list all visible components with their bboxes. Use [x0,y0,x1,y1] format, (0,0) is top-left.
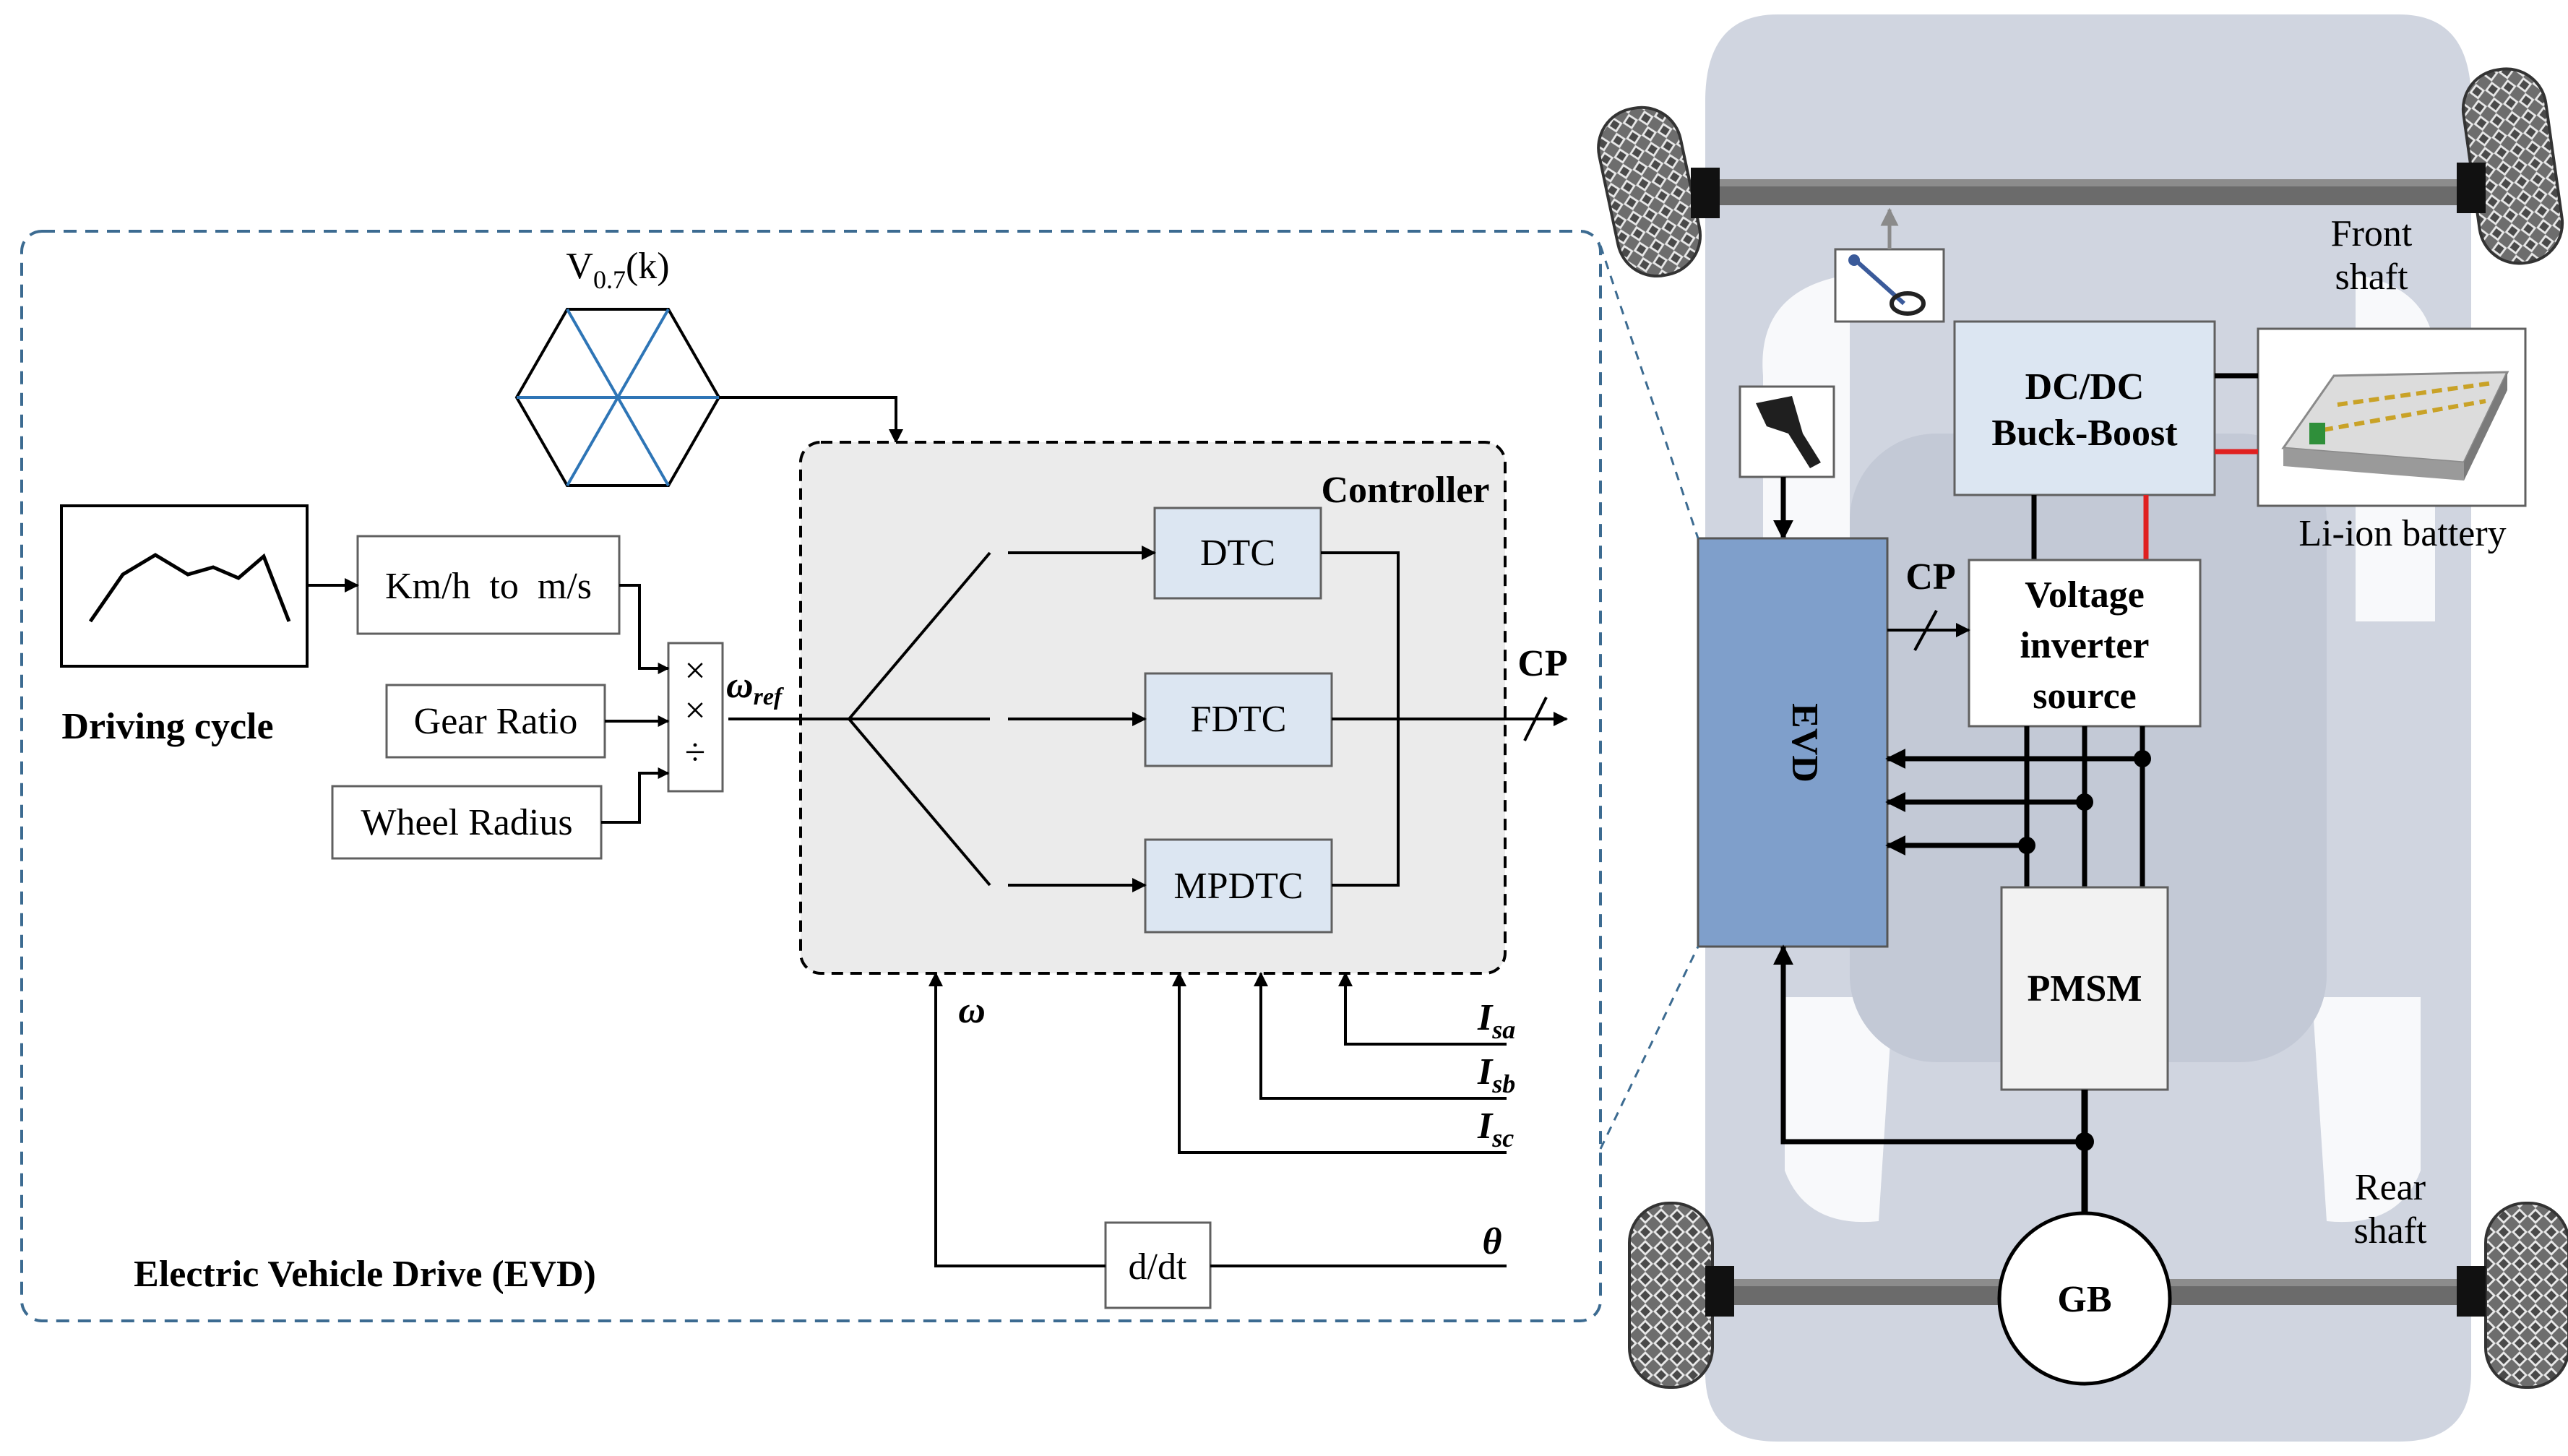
evd-dashed-border [20,230,1602,1322]
isc-feedback-line [1172,972,1507,1154]
gearbox [1997,1211,2172,1386]
battery-label: Li-ion battery [2298,513,2506,554]
fanout-down [848,718,991,887]
front-left-tire [1597,105,1720,278]
li-ion-battery-icon [2281,371,2509,481]
omega-feedback-line [928,972,1106,1267]
pmsm-label: PMSM [2028,968,2142,1009]
isa-feedback-line [1338,972,1507,1046]
dtc-label: DTC [1200,533,1275,574]
fanout-up [848,551,991,720]
zoom-line-top [1599,245,1699,539]
junction-dot [2076,793,2093,811]
evd-detail-panel: Electric Vehicle Drive (EVD) V0.7(k) Con… [20,230,1699,1322]
dcdc-block [1953,320,2216,496]
mpdtc-label: MPDTC [1173,866,1303,907]
driving-cycle-profile [88,553,291,623]
kmh-to-mult-arrow [619,584,670,674]
chassis-cutout [1785,997,1893,1223]
driving-cycle-label: Driving cycle [61,706,273,747]
cp-output-slash [1523,697,1548,741]
zoom-line-bottom [1599,946,1699,1150]
junction-dot [2018,837,2035,854]
inverter-block [1968,559,2202,728]
pmsm-block [2000,886,2169,1091]
isb-label: Isb [1477,1051,1515,1098]
fdtc-label: FDTC [1191,699,1287,740]
gearbox-label: GB [2057,1279,2111,1320]
evd-block [1697,537,1889,948]
omega-ref-label: ωref [726,665,785,710]
wheel-radius-label: Wheel Radius [361,802,572,843]
steering-wheel-icon [1848,254,1926,316]
mpdtc-block [1144,838,1333,934]
multiply-sign-1: × [684,650,705,692]
voltage-vector-hexagon [514,308,721,487]
derivative-label: d/dt [1129,1246,1187,1288]
isa-label: Isa [1477,997,1515,1044]
hexagon-to-controller-arrow [719,396,903,444]
radius-to-mult-arrow [601,767,670,824]
isb-feedback-line [1254,972,1507,1100]
multiply-sign-2: × [684,690,705,731]
fdtc-block [1144,672,1333,767]
driving-cycle-box [60,504,309,668]
cp-output-label: CP [1517,643,1567,684]
rear-right-tire [2457,1202,2568,1389]
hexagon-label: V0.7(k) [566,246,669,294]
omega-label: ω [958,990,986,1031]
derivative-block [1104,1221,1212,1309]
rear-left-tire [1628,1202,1734,1389]
gear-ratio-label: Gear Ratio [414,701,578,742]
cp-right-label: CP [1905,556,1955,598]
evd-block-label: EVD [1784,703,1825,783]
isc-label: Isc [1477,1106,1514,1153]
dtc-block [1153,507,1322,600]
junction-dot [2134,750,2151,767]
speed-feedback-line [1773,944,2085,1145]
controller-label: Controller [1322,470,1490,511]
kmh-conversion-label: Km/h to m/s [385,566,592,607]
divide-sign: ÷ [685,732,706,773]
theta-label: θ [1483,1221,1502,1262]
accelerator-pedal-icon [1756,396,1821,468]
chassis-cutout [2312,997,2421,1223]
cp-bus-slash [1913,610,1938,651]
evd-title: Electric Vehicle Drive (EVD) [134,1254,596,1295]
front-right-tire [2457,67,2564,265]
wheel-radius-block [331,785,603,860]
